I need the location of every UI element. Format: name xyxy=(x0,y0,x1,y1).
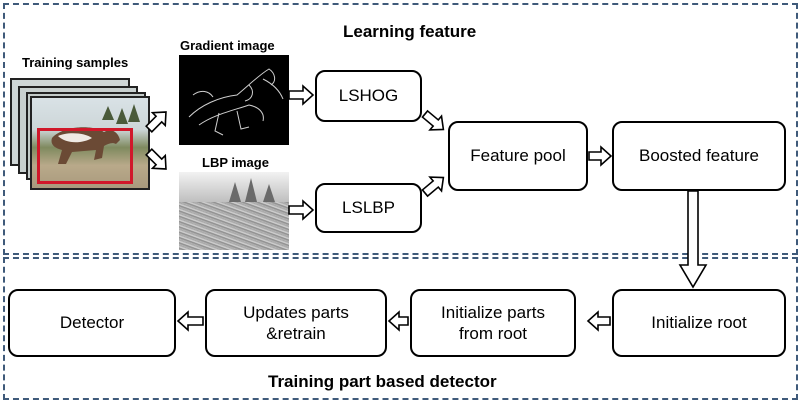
initialize-parts-node: Initialize parts from root xyxy=(410,289,576,357)
arrow-gradient-to-lshog xyxy=(288,84,315,106)
arrow-lslbp-to-pool xyxy=(421,176,445,198)
feature-pool-node: Feature pool xyxy=(448,121,588,191)
training-detector-panel xyxy=(3,257,798,400)
arrow-pool-to-boosted xyxy=(588,145,613,167)
arrow-lshog-to-pool xyxy=(421,109,445,131)
learning-feature-title: Learning feature xyxy=(343,22,477,41)
lbp-image xyxy=(179,172,289,250)
arrow-updates-to-detector xyxy=(176,310,204,332)
training-detector-title: Training part based detector xyxy=(268,372,497,391)
bounding-box xyxy=(37,128,133,184)
training-samples-label: Training samples xyxy=(22,55,129,70)
boosted-feature-node: Boosted feature xyxy=(612,121,786,191)
arrow-samples-to-gradient xyxy=(145,111,167,133)
arrow-lbp-to-lslbp xyxy=(288,199,315,221)
arrow-root-to-parts xyxy=(586,310,611,332)
initialize-root-node: Initialize root xyxy=(612,289,786,357)
lbp-image-label: LBP image xyxy=(202,155,269,170)
arrow-parts-to-updates xyxy=(387,310,409,332)
updates-parts-node: Updates parts &retrain xyxy=(205,289,387,357)
learning-feature-panel xyxy=(3,3,798,255)
arrow-samples-to-lbp xyxy=(145,148,167,170)
lslbp-node: LSLBP xyxy=(315,183,422,233)
lshog-node: LSHOG xyxy=(315,70,422,122)
horse-photo xyxy=(30,96,150,190)
gradient-image-label: Gradient image xyxy=(180,38,275,53)
detector-node: Detector xyxy=(8,289,176,357)
gradient-image xyxy=(179,55,289,145)
arrow-boosted-to-root xyxy=(678,190,708,289)
